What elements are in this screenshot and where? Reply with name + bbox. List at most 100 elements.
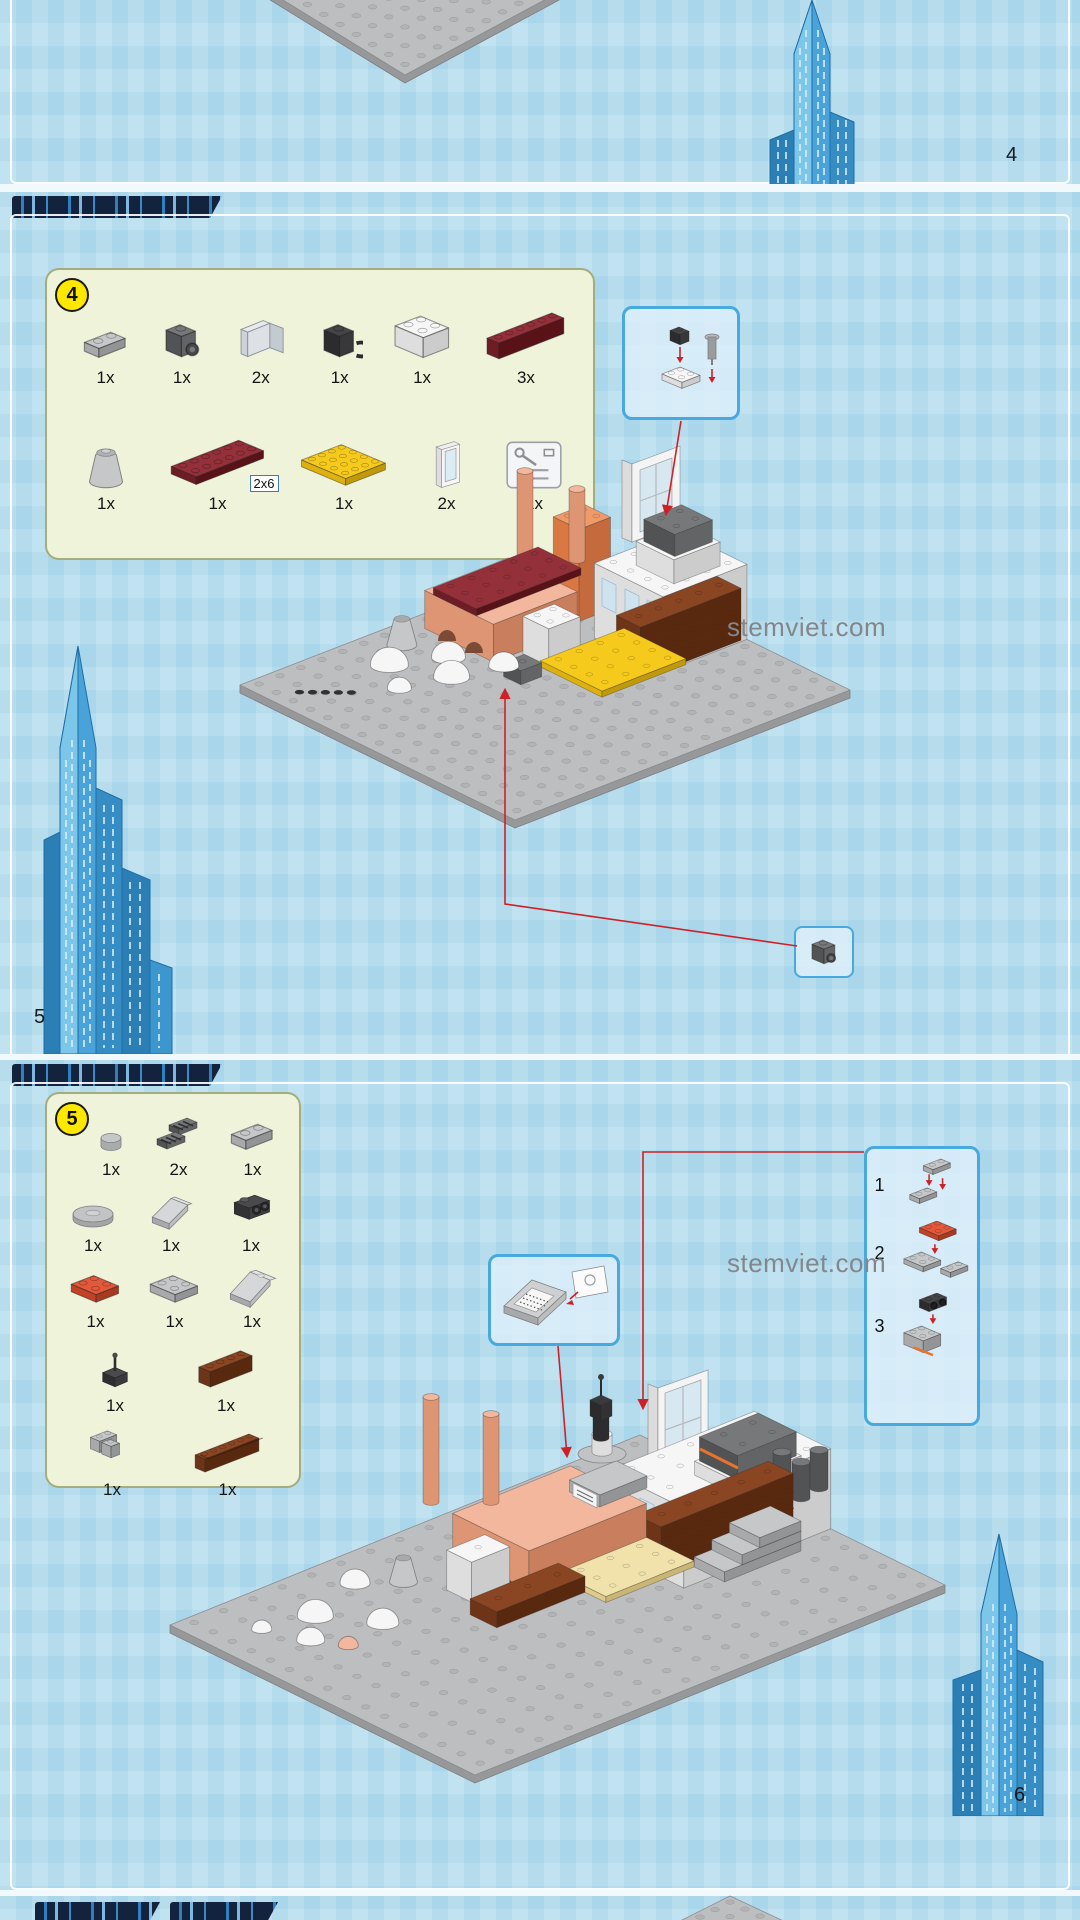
part-count: 2x xyxy=(437,494,456,513)
part-count: 1x xyxy=(330,368,349,387)
subassembly-step-2: 2 xyxy=(873,1220,972,1285)
part-plate-1x2-light-gray: 1x xyxy=(77,325,134,388)
part-count: 1x xyxy=(217,1396,235,1415)
sub-step-1-icon xyxy=(890,1157,972,1213)
step4-detail-callout xyxy=(622,306,740,420)
next-page-header-bar-1 xyxy=(35,1902,160,1920)
brick-1x6-brown-icon xyxy=(190,1429,265,1478)
part-count: 2x xyxy=(251,368,270,387)
watermark: stemviet.com xyxy=(727,1248,887,1278)
slope-2x2-icon xyxy=(223,1263,281,1310)
part-brick-1x1-side-stud: 1x xyxy=(158,317,205,388)
plate-2x2-orange-icon xyxy=(65,1269,126,1310)
part-camera-brick: 1x xyxy=(221,1186,281,1256)
plate-4x4-yellow-icon xyxy=(296,439,392,492)
corner-panel-icon xyxy=(230,315,292,366)
part-count: 1x xyxy=(208,494,227,513)
step4-parts-box: 4 1x 1x 2x 1x 1x xyxy=(45,268,595,560)
plate-2x2-round-icon xyxy=(65,1194,121,1234)
part-count: 1x xyxy=(525,494,543,513)
brick-1x4-brown-icon xyxy=(193,1345,259,1394)
next-page-header-bar-2 xyxy=(170,1902,278,1920)
camera-brick-icon xyxy=(221,1186,281,1234)
part-count: 1x xyxy=(413,368,432,387)
page-number-left: 5 xyxy=(34,1006,46,1028)
watermark: stemviet.com xyxy=(727,612,887,642)
step4-brick-callout xyxy=(794,926,854,978)
part-cone-2x2-gray: 1x xyxy=(73,438,139,514)
part-count: 1x xyxy=(243,1160,262,1179)
part-corner-panel: 2x xyxy=(230,315,292,388)
tile-1x1-round-icon xyxy=(89,1122,133,1158)
part-count: 1x xyxy=(242,1236,260,1255)
part-count: 1x xyxy=(162,1236,180,1255)
part-count: 1x xyxy=(172,368,191,387)
part-plate-1x2: 1x xyxy=(224,1117,281,1180)
step5-badge: 5 xyxy=(55,1102,89,1136)
part-plate-2x2-round: 1x xyxy=(65,1194,121,1256)
part-count: 1x xyxy=(165,1312,184,1331)
brick-1x6-dark-red-icon xyxy=(481,307,571,366)
part-count: 3x xyxy=(516,368,535,387)
cone-2x2-gray-icon xyxy=(73,438,139,492)
brick-lever-icon xyxy=(87,1348,143,1394)
tool-sprue-icon xyxy=(501,438,567,492)
part-count: 1x xyxy=(106,1396,124,1415)
subassembly-step-1: 1 xyxy=(873,1157,972,1213)
part-count: 1x xyxy=(84,1236,102,1255)
part-brick-1x6-brown: 1x xyxy=(190,1429,265,1500)
part-slope-1x2: 1x xyxy=(143,1189,199,1256)
plate-1x2-icon xyxy=(224,1117,281,1158)
slope-1x2-icon xyxy=(143,1189,199,1234)
door-frame-icon xyxy=(418,438,476,492)
sticker-detail-icon xyxy=(492,1258,616,1342)
part-count: 1x xyxy=(96,368,115,387)
part-brick-lever: 1x xyxy=(87,1348,143,1416)
part-count: 1x xyxy=(97,494,115,513)
brick-detail-icon xyxy=(806,934,842,971)
part-brick-1x1-clip: 1x xyxy=(316,317,370,388)
size-label: 2x6 xyxy=(249,475,279,492)
subassembly-step-3: 3 xyxy=(873,1292,972,1359)
brick-2x2-white-icon xyxy=(388,309,457,366)
grille-1x2-icon xyxy=(151,1114,207,1158)
page-separator-middle xyxy=(0,1054,1080,1060)
part-brick-1x6-dark-red: 3x xyxy=(481,307,571,388)
detail-assembly-icon xyxy=(628,313,734,413)
page5-header-bar xyxy=(12,196,222,218)
part-count: 1x xyxy=(243,1312,261,1331)
part-grille-1x2: 2x xyxy=(151,1114,207,1180)
step5-parts-box: 5 1x 2x 1x 1x 1x xyxy=(45,1092,301,1499)
page6-frame xyxy=(10,1082,1070,1890)
substep-number: 2 xyxy=(874,1242,885,1263)
brick-1x1-side-stud-icon xyxy=(158,317,205,366)
part-tool-sprue: 1x xyxy=(501,438,567,514)
part-count: 1x xyxy=(86,1312,105,1331)
step4-badge: 4 xyxy=(55,278,89,312)
page-number-previous: 4 xyxy=(1006,144,1018,166)
part-tile-1x1-round: 1x xyxy=(89,1122,133,1180)
part-brick-2x2-white: 1x xyxy=(388,309,457,388)
substep-number: 1 xyxy=(874,1174,885,1195)
part-door-frame-white: 2x xyxy=(418,438,476,514)
part-count: 1x xyxy=(335,494,353,513)
plate-2x2-gray-icon xyxy=(144,1269,205,1310)
part-brick-1x4-brown: 1x xyxy=(193,1345,259,1416)
part-count: 1x xyxy=(102,1160,120,1179)
sub-step-2-icon xyxy=(890,1220,972,1285)
part-count: 2x xyxy=(169,1160,188,1179)
step5-sticker-callout xyxy=(488,1254,620,1346)
part-slope-2x2: 1x xyxy=(223,1263,281,1332)
part-plate-4x4-yellow: 1x xyxy=(296,439,392,514)
part-plate-2x2-gray: 1x xyxy=(144,1269,205,1332)
substep-number: 3 xyxy=(874,1315,885,1336)
part-brick-corner: 1x xyxy=(81,1425,143,1500)
plate-1x2-light-gray-icon xyxy=(77,325,134,366)
baseplate-partial-bottom-illustration xyxy=(681,1895,783,1920)
brick-corner-icon xyxy=(81,1425,143,1478)
part-count: 1x xyxy=(103,1480,121,1499)
plate-2x6-dark-red-icon xyxy=(165,434,271,492)
page-separator-top xyxy=(0,184,1080,192)
sub-step-3-icon xyxy=(890,1292,972,1359)
